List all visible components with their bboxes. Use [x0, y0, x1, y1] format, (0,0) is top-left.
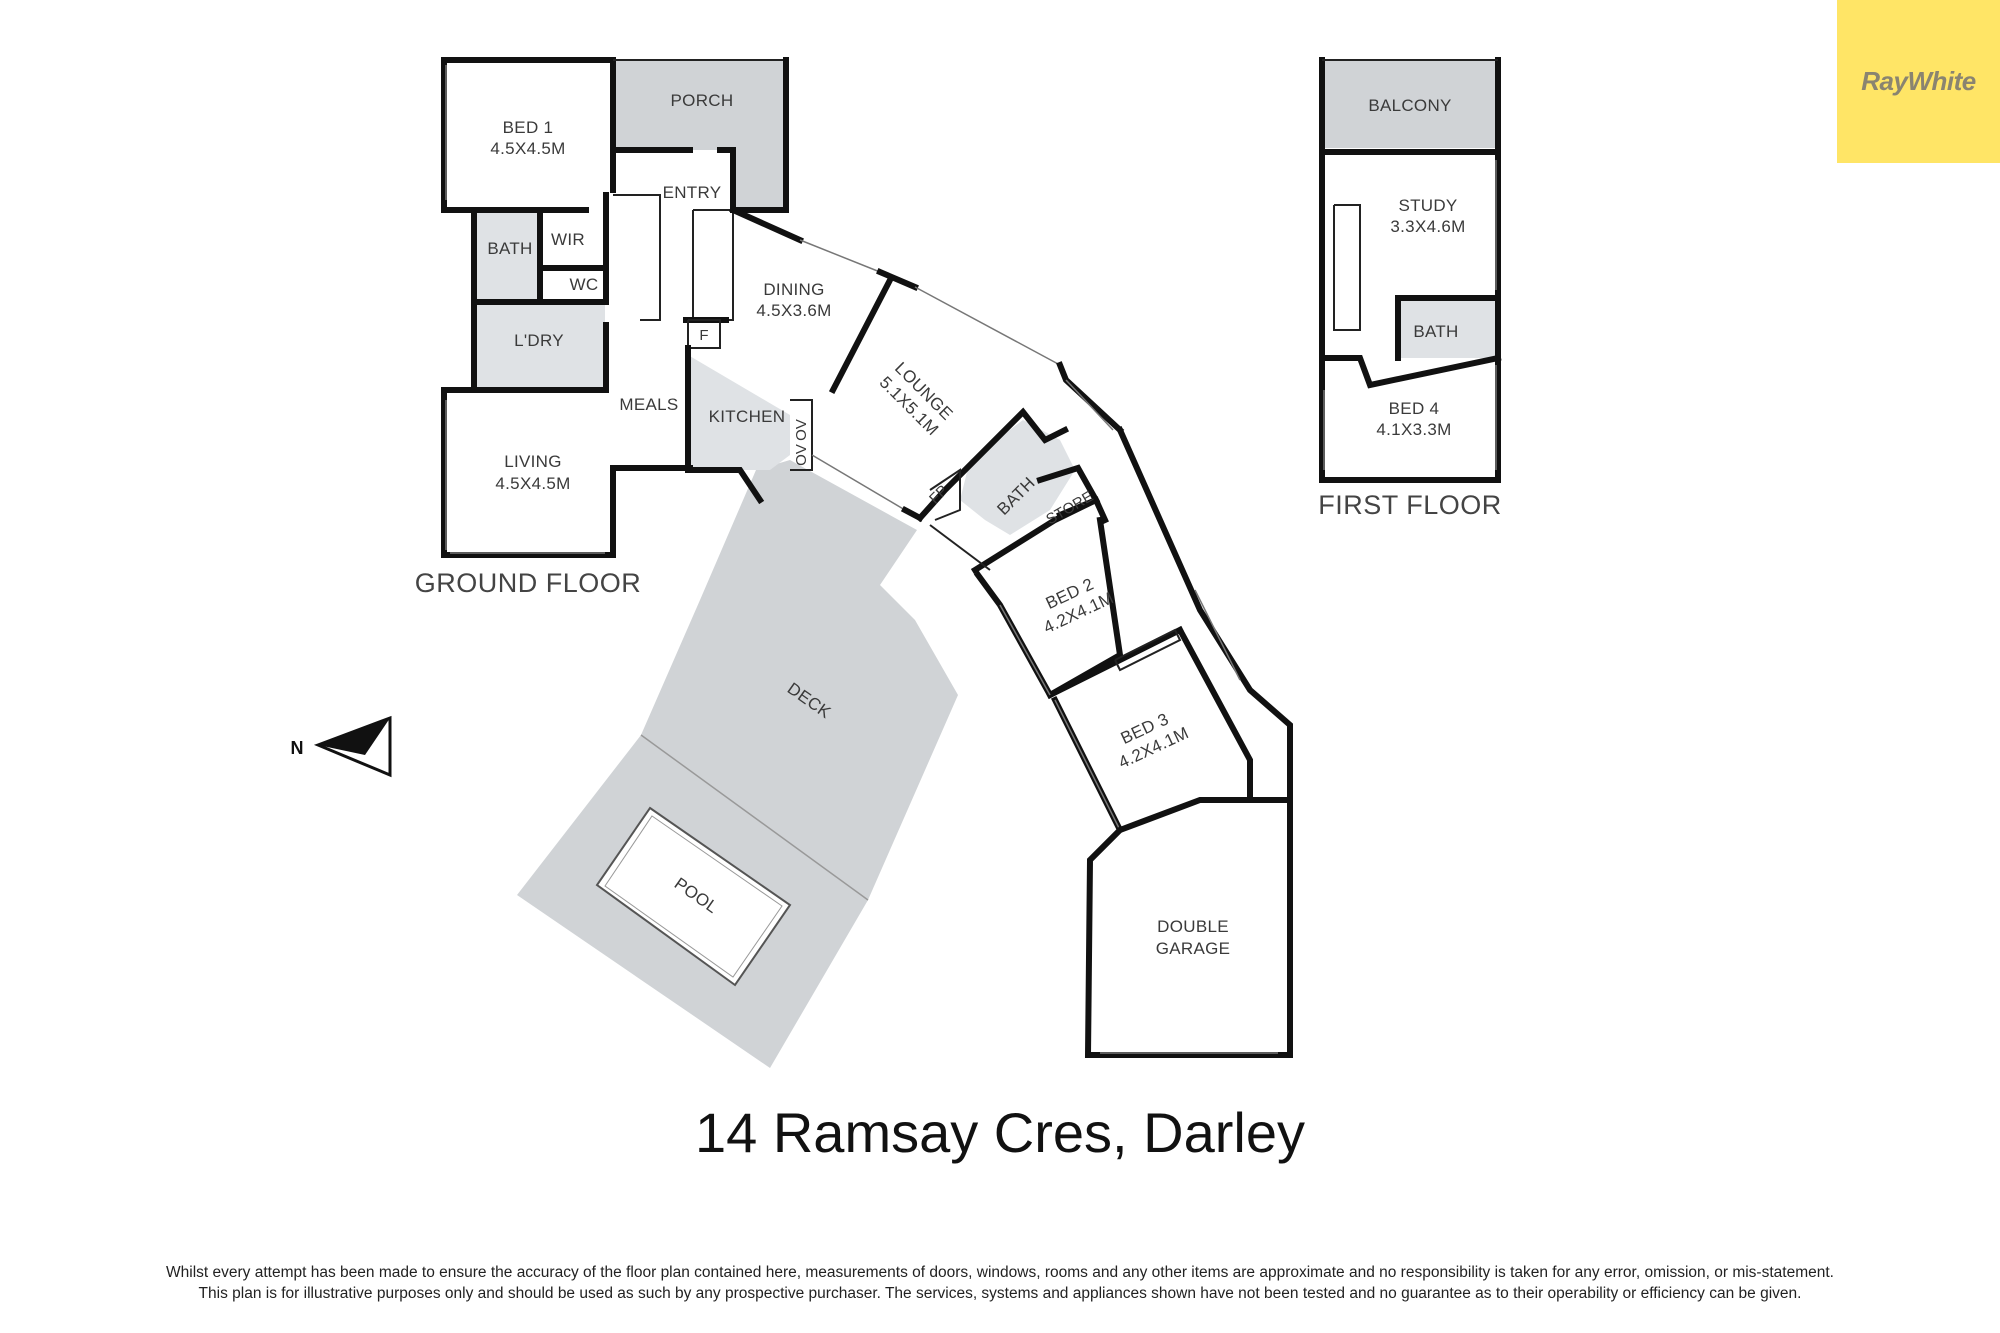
- label-bed4: BED 4: [1389, 399, 1440, 418]
- north-arrow-icon: [313, 715, 392, 778]
- first-floor-label: FIRST FLOOR: [1318, 490, 1502, 520]
- wall-kitchen-bench: [685, 345, 765, 505]
- window-bed-east: [1194, 589, 1241, 681]
- window-dining: [799, 239, 881, 273]
- label-bath-first: BATH: [1413, 322, 1458, 341]
- label-wc: WC: [570, 275, 599, 294]
- balcony-area: [1322, 60, 1498, 148]
- size-study: 3.3X4.6M: [1390, 217, 1465, 236]
- ground-floor-label: GROUND FLOOR: [415, 568, 642, 598]
- wall-closets: [613, 194, 661, 321]
- raywhite-logo: RayWhite: [1837, 0, 2000, 163]
- size-bed4: 4.1X3.3M: [1376, 420, 1451, 439]
- stairs-first: [1333, 204, 1361, 331]
- property-address: 14 Ramsay Cres, Darley: [695, 1101, 1305, 1164]
- bath-ground-area: [476, 210, 540, 300]
- label-wir: WIR: [551, 230, 585, 249]
- label-ldry: L'DRY: [514, 331, 564, 350]
- wall-porch-right: [730, 57, 789, 213]
- wall-lounge-corner: [1056, 361, 1125, 435]
- label-entry: ENTRY: [663, 183, 722, 202]
- label-kitchen: KITCHEN: [709, 407, 786, 426]
- label-balcony: BALCONY: [1368, 96, 1451, 115]
- wall-bed2-bed3: [1045, 625, 1185, 700]
- wall-garage: [1084, 797, 1293, 1058]
- brand-name: RayWhite: [1861, 66, 1976, 96]
- label-living: LIVING: [504, 452, 562, 471]
- label-garage: DOUBLE: [1157, 917, 1229, 936]
- label-bed1: BED 1: [503, 118, 554, 137]
- disclaimer-line-2: This plan is for illustrative purposes o…: [198, 1285, 1802, 1302]
- label-oven-2: OV: [793, 444, 810, 466]
- wall-living-right: [610, 465, 693, 558]
- pool-inner: [604, 815, 783, 978]
- window-bed2: [999, 604, 1051, 696]
- label-oven-1: OV: [793, 419, 810, 441]
- wall-fp: [929, 468, 961, 521]
- label-fridge: F: [699, 327, 708, 344]
- wall-bath-bottom: [970, 495, 1109, 575]
- window-lounge: [914, 286, 1061, 366]
- disclaimer: Whilst every attempt has been made to en…: [60, 1262, 1940, 1304]
- wall-first-outer: [1319, 57, 1501, 483]
- wall-closets-right: [692, 209, 734, 321]
- wall-bath-block: [915, 407, 1070, 523]
- deck-divider: [640, 734, 869, 901]
- wall-first-bed4: [1319, 354, 1502, 389]
- ldry-area: [476, 305, 605, 390]
- compass-label: N: [291, 738, 304, 758]
- porch-area: [613, 60, 786, 210]
- window-lounge-2: [1065, 379, 1114, 431]
- deck-area: [517, 460, 958, 1068]
- wall-bed3-right: [1175, 625, 1253, 803]
- kitchen-area: [688, 355, 790, 470]
- disclaimer-line-1: Whilst every attempt has been made to en…: [166, 1264, 1834, 1281]
- wall-dining-lounge: [876, 268, 919, 291]
- label-bath-ground: BATH: [487, 239, 532, 258]
- bath-tub: [929, 524, 991, 571]
- kitchen-oven: [790, 399, 813, 471]
- label-dining: DINING: [763, 280, 824, 299]
- wall-bed1-outer: [441, 57, 616, 213]
- window-lounge-south: [811, 454, 906, 511]
- pool: [595, 806, 792, 987]
- wall-dining-outer: [729, 206, 804, 244]
- label-study: STUDY: [1398, 196, 1457, 215]
- bath-first-area: [1398, 298, 1498, 358]
- label-porch: PORCH: [671, 91, 734, 110]
- fridge-box: [687, 319, 721, 349]
- label-meals: MEALS: [619, 395, 678, 414]
- size-dining: 4.5X3.6M: [756, 301, 831, 320]
- wall-dining-lounge-div: [828, 275, 895, 395]
- size-living: 4.5X4.5M: [495, 474, 570, 493]
- bed2-wardrobe: [1114, 628, 1182, 672]
- label-garage-2: GARAGE: [1156, 939, 1231, 958]
- size-bed1: 4.5X4.5M: [490, 139, 565, 158]
- window-bed3: [1054, 699, 1121, 831]
